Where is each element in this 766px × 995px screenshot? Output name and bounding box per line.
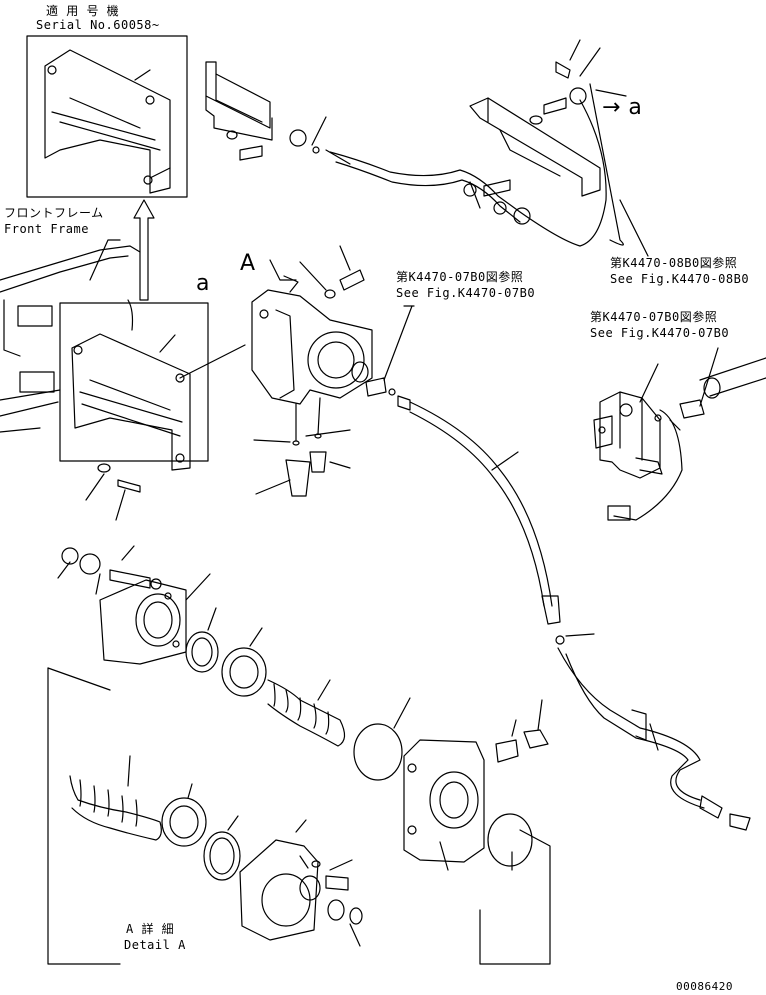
- inset-serial-box: [27, 36, 187, 197]
- ref-a-right: → a: [602, 95, 643, 120]
- serial-number: Serial No.60058~: [36, 18, 160, 32]
- front-frame-jp: フロントフレーム: [4, 206, 104, 220]
- inset-arrow: [134, 200, 154, 300]
- front-frame-en: Front Frame: [4, 222, 89, 236]
- ref3-en: See Fig.K4470-07B0: [590, 326, 730, 340]
- ref2-en: See Fig.K4470-08B0: [610, 272, 750, 286]
- ref2-jp: 第K4470-08B0図参照: [610, 256, 738, 270]
- detail-a-jp: A 詳 細: [126, 922, 175, 936]
- drawing-number: 00086420: [676, 980, 733, 993]
- center-valve: [252, 246, 750, 830]
- detail-a-en: Detail A: [124, 938, 186, 952]
- front-frame: [0, 240, 245, 520]
- ref-a-left: a: [196, 271, 210, 296]
- ref3-jp: 第K4470-07B0図参照: [590, 310, 718, 324]
- right-valve-block: [594, 348, 766, 520]
- view-a-label: A: [240, 251, 256, 276]
- detail-a-parts: [48, 546, 550, 964]
- ref1-en: See Fig.K4470-07B0: [396, 286, 536, 300]
- applicable-serial-jp: 適 用 号 機: [46, 4, 120, 18]
- ref1-jp: 第K4470-07B0図参照: [396, 270, 524, 284]
- top-bracket-assembly: [206, 40, 648, 256]
